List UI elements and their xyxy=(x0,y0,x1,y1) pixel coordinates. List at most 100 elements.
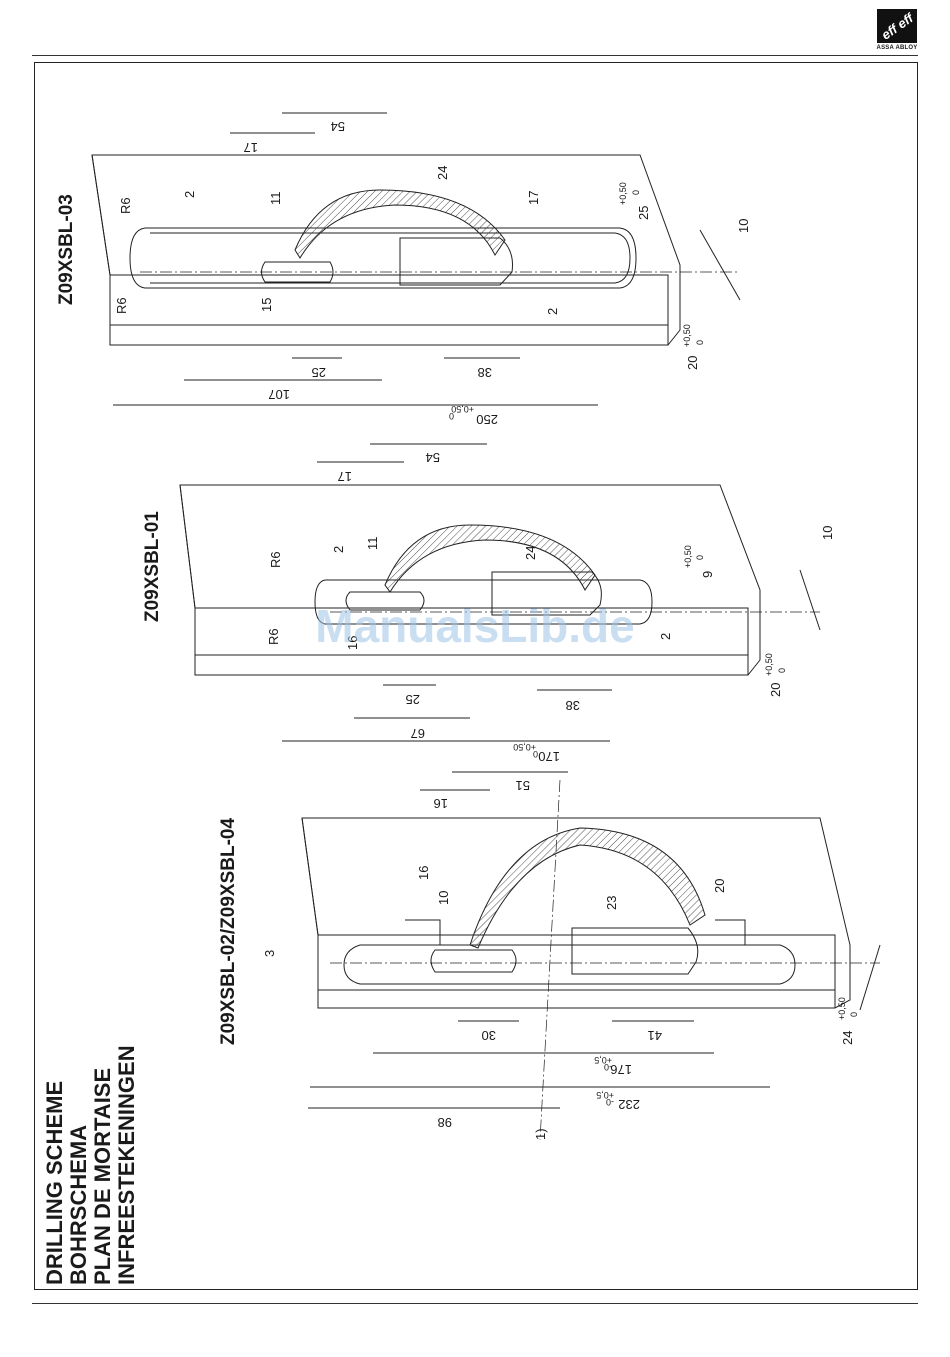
tol-232-lower: -0 xyxy=(606,1097,614,1107)
dim-line-24 xyxy=(859,944,881,1011)
tol-24-lower: 0 xyxy=(849,1012,859,1017)
block-outline xyxy=(301,817,851,1009)
watermark: ManualsLib.de xyxy=(315,600,634,652)
tol-250-lower: 0 xyxy=(449,411,454,421)
label-z09xsbl-03: Z09XSBL-03 xyxy=(56,194,77,305)
dim-250: 250 xyxy=(476,412,498,427)
title-line-2: BOHRSCHEMA xyxy=(66,1125,91,1285)
drawing-z09xsbl-01-labels: Z09XSBL-01 17 54 11 2 24 R6 R6 16 25 38 … xyxy=(142,450,835,764)
dim-r6a: R6 xyxy=(268,551,283,568)
dim-2b: 2 xyxy=(658,633,673,640)
footnote-marker: 1) xyxy=(533,1128,548,1140)
latch-pocket xyxy=(261,261,334,283)
dim-24: 24 xyxy=(840,1031,855,1045)
drawing-z09xsbl-02-04 xyxy=(301,771,881,1141)
bottom-rule xyxy=(32,1303,918,1304)
tol-20-upper: +0,50 xyxy=(682,324,692,347)
dim-98: 98 xyxy=(438,1115,452,1130)
dim-r6b: R6 xyxy=(114,297,129,314)
drawing-frame xyxy=(34,62,918,1290)
label-z09xsbl-01: Z09XSBL-01 xyxy=(142,511,163,622)
top-rule xyxy=(32,55,918,56)
dim-232: 232 xyxy=(618,1097,640,1112)
logo-box xyxy=(877,9,917,43)
tol-20-upper: +0,50 xyxy=(764,653,774,676)
slot-inner xyxy=(150,232,631,284)
dim-2: 2 xyxy=(331,546,346,553)
tol-250-upper: +0,50 xyxy=(451,404,474,414)
dim-17b: 17 xyxy=(526,191,541,205)
dim-54: 54 xyxy=(426,450,440,465)
dim-54: 54 xyxy=(331,119,345,134)
title-line-3: PLAN DE MORTAISE xyxy=(90,1068,115,1285)
latch-pocket xyxy=(345,591,425,611)
faceplate-slot xyxy=(129,227,637,289)
faceplate-slot xyxy=(343,944,796,985)
dim-r6b: R6 xyxy=(266,628,281,645)
hook-profile xyxy=(469,827,706,949)
tol-25-lower: 0 xyxy=(631,190,641,195)
dim-3: 3 xyxy=(262,950,277,957)
dim-15: 15 xyxy=(259,298,274,312)
dim-10: 10 xyxy=(820,526,835,540)
dim-20: 20 xyxy=(685,356,700,370)
tol-176-lower: -0 xyxy=(604,1062,612,1072)
dim-line-10 xyxy=(799,569,821,631)
drawing-z09xsbl-01 xyxy=(179,443,821,742)
brand-subtitle: ASSA ABLOY xyxy=(876,45,918,51)
title-line-1: DRILLING SCHEME xyxy=(42,1081,67,1285)
dim-20: 20 xyxy=(768,683,783,697)
dim-38: 38 xyxy=(478,365,492,380)
dim-16: 16 xyxy=(345,636,360,650)
dim-67: 67 xyxy=(411,726,425,741)
drawing-z09xsbl-03-labels: Z09XSBL-03 17 54 24 17 2 11 R6 R6 15 25 … xyxy=(56,119,751,427)
dim-176: 176 xyxy=(610,1062,632,1077)
slot-step-left xyxy=(405,919,441,945)
dim-38: 38 xyxy=(566,698,580,713)
ref-line xyxy=(539,779,561,1141)
bolt-pocket xyxy=(571,927,699,975)
tol-170-upper: +0,50 xyxy=(513,742,536,752)
dim-24: 24 xyxy=(523,546,538,560)
dim-30: 30 xyxy=(482,1028,496,1043)
dim-25: 25 xyxy=(406,692,420,707)
dim-r6a: R6 xyxy=(118,197,133,214)
tol-232-upper: +0,5 xyxy=(596,1090,614,1100)
tol-9-upper: +0,50 xyxy=(683,545,693,568)
block-edge xyxy=(179,484,749,675)
tol-9-lower: 0 xyxy=(695,555,705,560)
dim-170: 170 xyxy=(538,749,560,764)
dim-2a: 2 xyxy=(182,191,197,198)
dim-2b: 2 xyxy=(545,308,560,315)
tol-20-lower: 0 xyxy=(695,340,705,345)
dim-10: 10 xyxy=(436,891,451,905)
faceplate-slot xyxy=(314,579,653,625)
dim-17: 17 xyxy=(338,469,352,484)
dim-25: 25 xyxy=(312,365,326,380)
dim-20: 20 xyxy=(712,879,727,893)
dim-9: 9 xyxy=(700,571,715,578)
drawing-z09xsbl-03 xyxy=(91,112,741,406)
tol-176-upper: +0,5 xyxy=(594,1055,612,1065)
dim-24: 24 xyxy=(435,166,450,180)
dim-16b: 16 xyxy=(416,866,431,880)
block-edge xyxy=(301,817,836,1008)
tol-25-upper: +0,50 xyxy=(618,182,628,205)
hook-profile xyxy=(384,524,596,593)
block-outline xyxy=(179,484,761,676)
slot-step-right xyxy=(715,919,746,945)
dim-11: 11 xyxy=(365,537,380,551)
drawing-z09xsbl-02-04-labels: Z09XSBL-02/Z09XSBL-04 51 16 16 10 3 23 2… xyxy=(218,778,859,1140)
title-line-4: INFREESTEKENINGEN xyxy=(114,1045,139,1285)
dim-10: 10 xyxy=(736,219,751,233)
dim-41: 41 xyxy=(648,1028,662,1043)
block-outline xyxy=(91,154,681,346)
dim-17: 17 xyxy=(244,140,258,155)
tol-170-lower: 0 xyxy=(533,749,538,759)
dim-107: 107 xyxy=(268,387,290,402)
hook-profile xyxy=(294,189,506,259)
label-z09xsbl-02-04: Z09XSBL-02/Z09XSBL-04 xyxy=(218,818,239,1045)
dim-51: 51 xyxy=(516,778,530,793)
